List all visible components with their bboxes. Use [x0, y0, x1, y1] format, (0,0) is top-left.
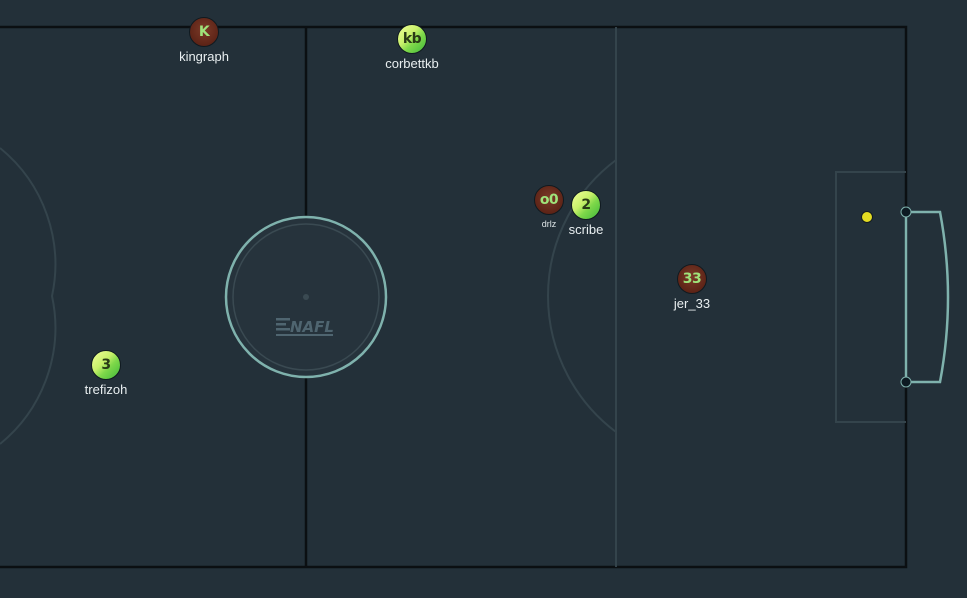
player-scribe: 2 scribe [556, 190, 616, 237]
player-token: o0 [534, 185, 564, 215]
player-jer_33: 33 jer_33 [662, 264, 722, 311]
player-corbettkb: kb corbettkb [382, 24, 442, 71]
player-name: corbettkb [385, 56, 439, 71]
player-token: 3 [91, 350, 121, 380]
player-name: drlz [541, 219, 557, 229]
player-token: 33 [677, 264, 707, 294]
goal-post [900, 206, 912, 218]
player-token: K [189, 17, 219, 47]
goal-post [900, 376, 912, 388]
player-name: jer_33 [673, 296, 711, 311]
player-drlz: o0 drlz [519, 185, 579, 229]
player-name: scribe [568, 222, 604, 237]
svg-text:NAFL: NAFL [290, 318, 334, 336]
player-name: trefizoh [84, 382, 128, 397]
logo-icon: NAFL [276, 318, 334, 336]
goal-area [835, 171, 906, 423]
goal-net [906, 210, 950, 384]
player-token: kb [397, 24, 427, 54]
center-spot [303, 294, 309, 300]
player-name: kingraph [179, 49, 229, 64]
player-trefizoh: 3 trefizoh [76, 350, 136, 397]
player-token: 2 [571, 190, 601, 220]
ball [861, 211, 873, 223]
player-kingraph: K kingraph [174, 17, 234, 64]
